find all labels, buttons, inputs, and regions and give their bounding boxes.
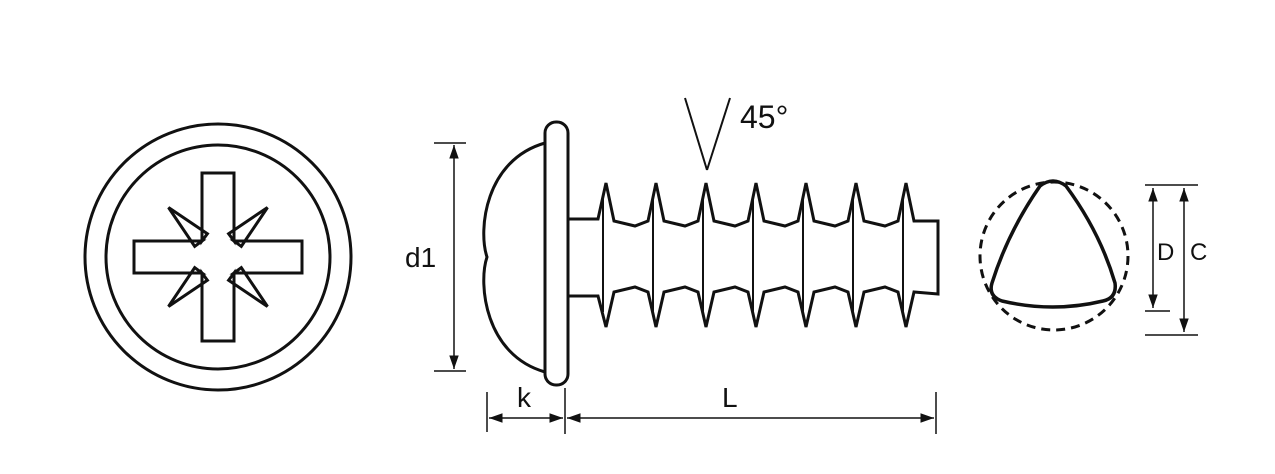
screw-head-flange: [543, 120, 570, 387]
trilobular-profile: [989, 179, 1117, 309]
k-dimension: k: [486, 382, 566, 434]
C-dimension: C: [1145, 184, 1207, 336]
thread-cross-section-view: D C: [978, 179, 1207, 336]
d1-label: d1: [405, 242, 436, 273]
C-label: C: [1190, 239, 1207, 266]
screw-side-view: 45° d1 k L: [405, 97, 940, 434]
L-label: L: [722, 382, 738, 413]
k-label: k: [517, 382, 532, 413]
D-label: D: [1157, 239, 1174, 266]
d1-dimension: d1: [405, 142, 466, 372]
thread-angle-marker: 45°: [684, 97, 788, 171]
pozidriv-recess-icon: [132, 171, 304, 343]
head-outer-circle: [83, 122, 353, 392]
thread-crest-lines: [602, 198, 904, 312]
head-top-view: [83, 122, 353, 392]
L-dimension: L: [567, 382, 937, 434]
D-dimension: D: [1145, 184, 1174, 312]
screw-thread-shank: [566, 182, 940, 328]
angle-label: 45°: [740, 99, 788, 135]
screw-head-dome: [482, 141, 546, 374]
head-inner-circle: [104, 143, 332, 371]
